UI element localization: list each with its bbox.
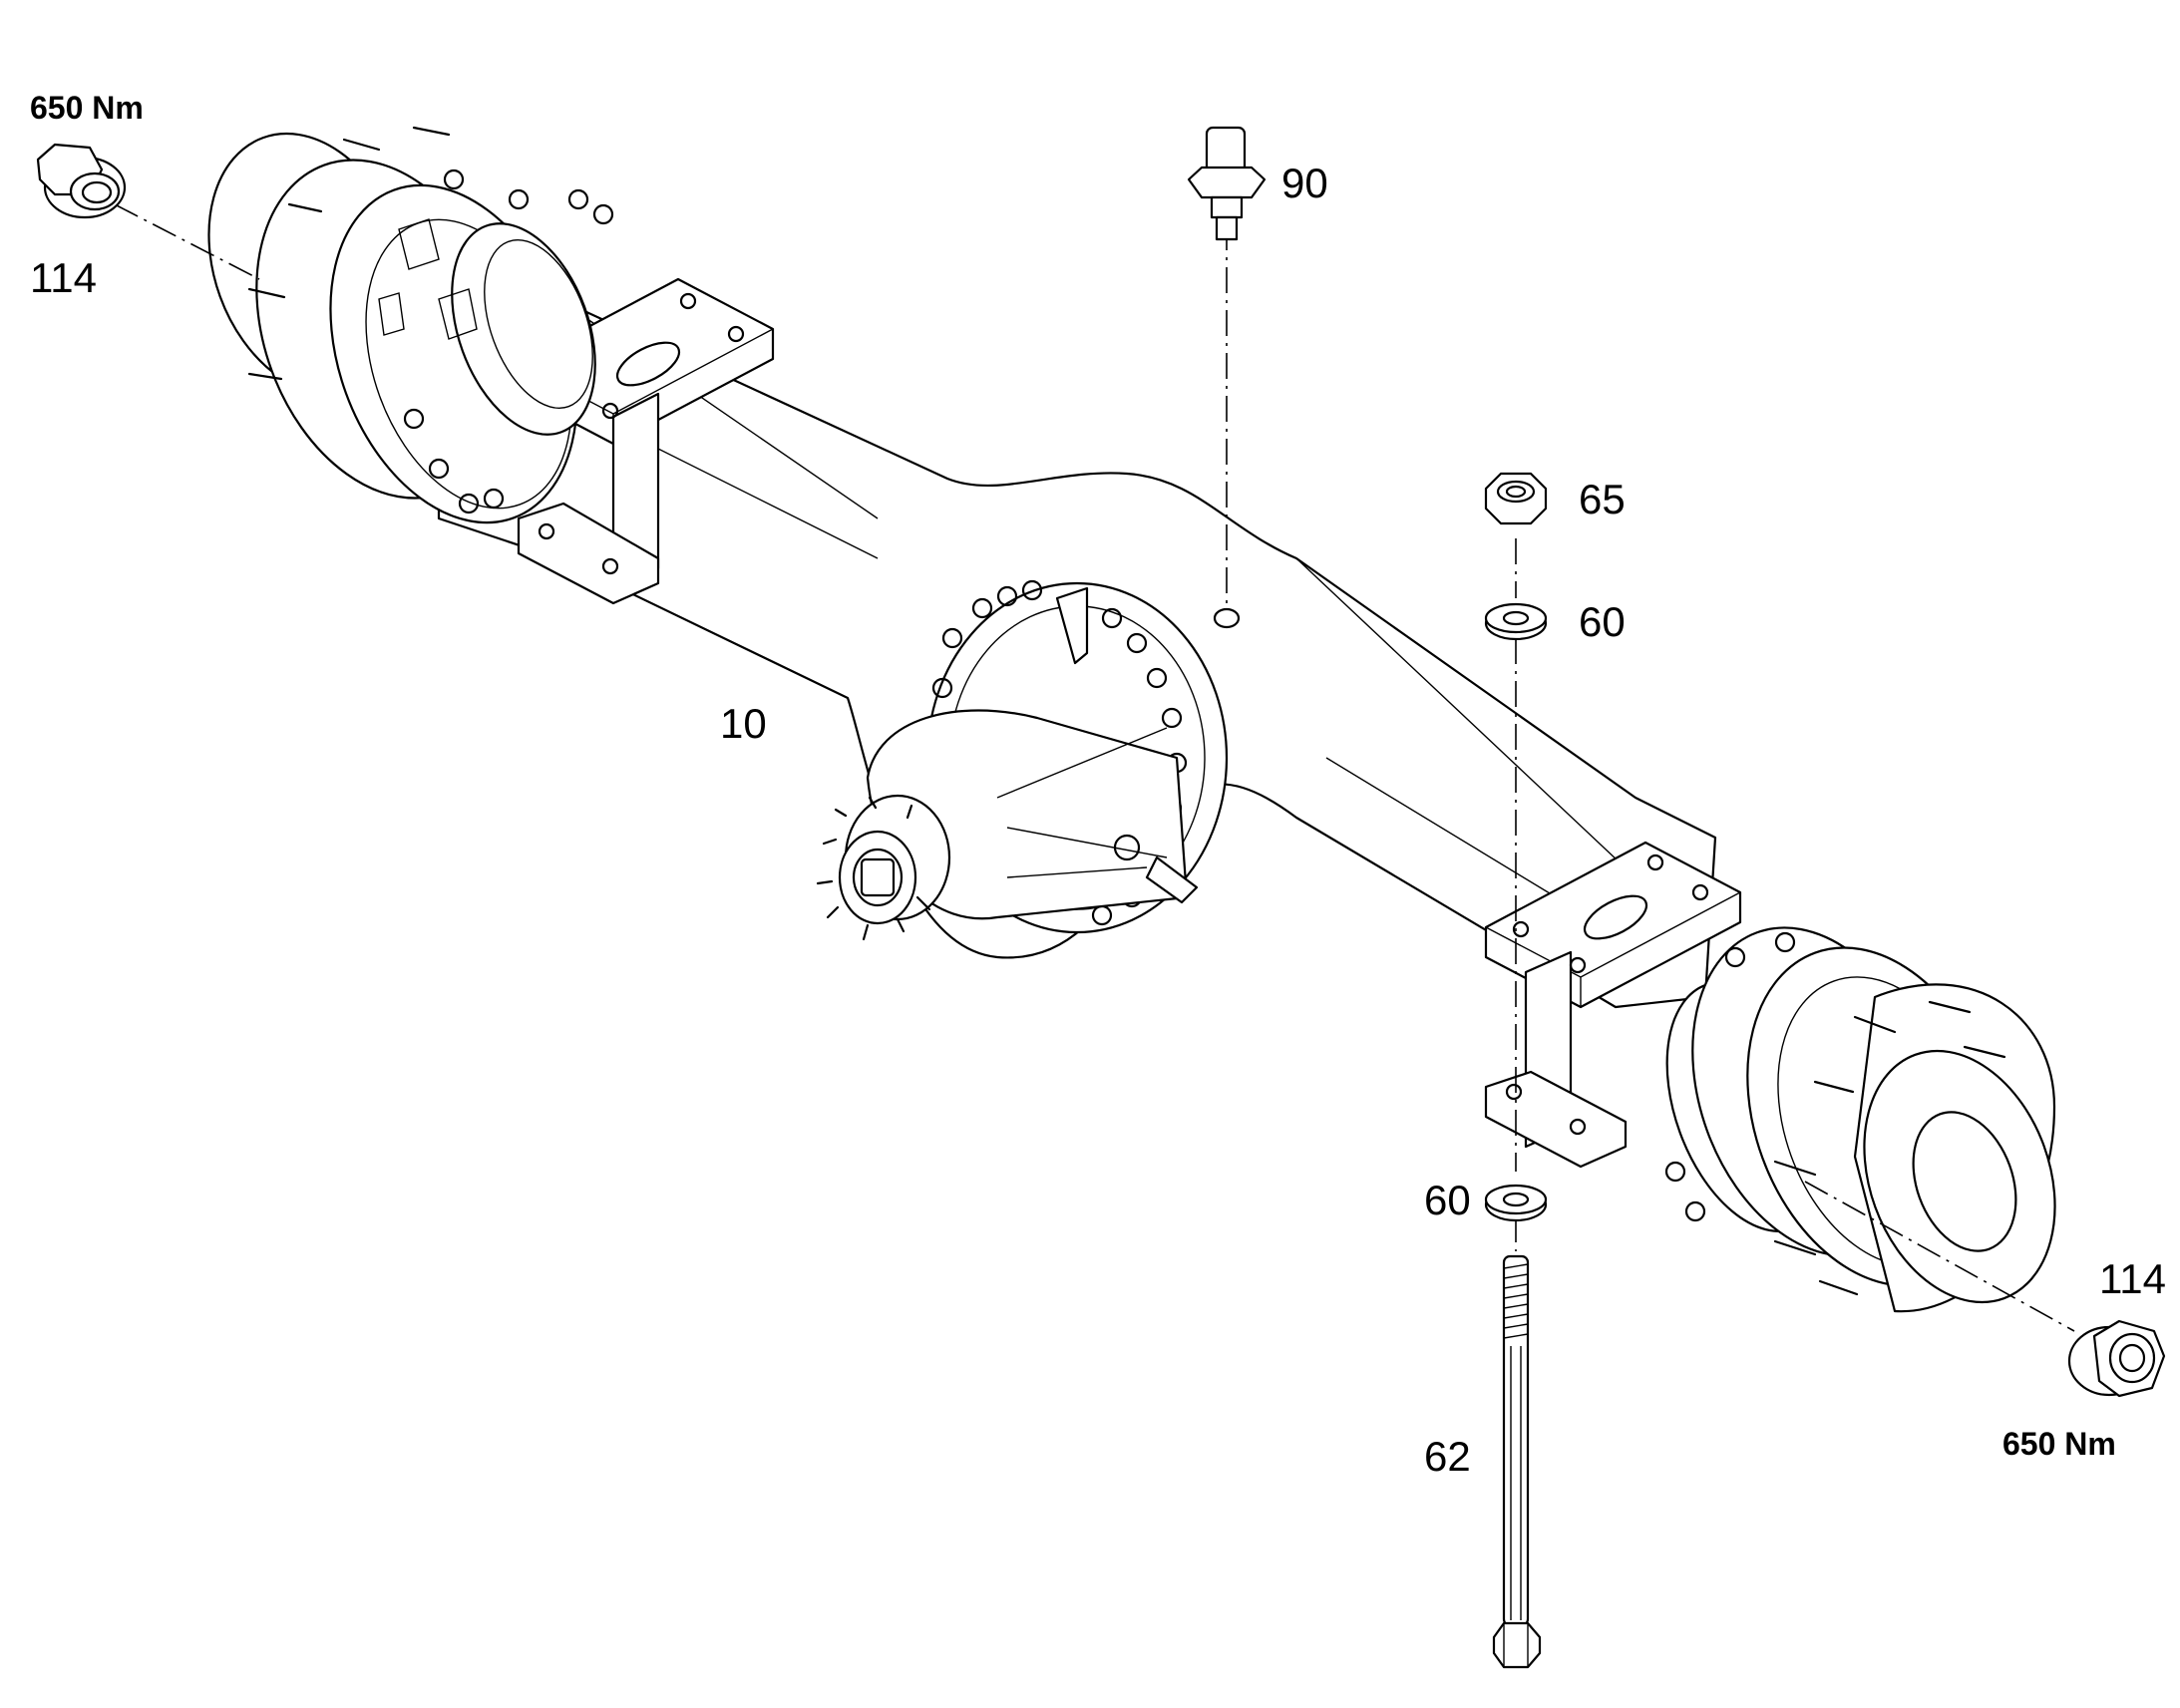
washer-icon: [1484, 602, 1548, 641]
part-number-114-right: 114: [2099, 1255, 2166, 1302]
washer-icon: [1484, 1184, 1548, 1222]
part-number-65: 65: [1579, 476, 1626, 522]
part-number-90: 90: [1281, 160, 1328, 206]
differential-icon: [816, 586, 1199, 941]
bolt-thread: [1503, 1263, 1529, 1339]
part-number-60-lower: 60: [1424, 1177, 1471, 1223]
right-spring-seat: [1484, 841, 1742, 1169]
flange-nut-icon: [36, 143, 127, 219]
assembly-centerlines: [114, 203, 2075, 1332]
u-bolt-icon: [1492, 1254, 1542, 1669]
part-number-60-upper: 60: [1579, 598, 1626, 645]
part-number-62: 62: [1424, 1433, 1471, 1480]
breather-fitting-icon: [1187, 126, 1267, 241]
torque-spec-left: 650 Nm: [30, 90, 144, 126]
axle-housing-icon: [437, 297, 1717, 1009]
hex-nut-icon: [1484, 472, 1548, 525]
right-hub-studs: [1773, 1000, 2006, 1296]
flange-nut-icon: [2067, 1319, 2166, 1398]
part-number-10: 10: [720, 700, 767, 747]
torque-spec-right: 650 Nm: [2002, 1426, 2116, 1462]
part-number-114-left: 114: [30, 254, 97, 301]
wheel-hub-icon: [207, 126, 614, 524]
wheel-hub-icon: [1664, 926, 2056, 1313]
left-hub-studs: [247, 126, 451, 381]
